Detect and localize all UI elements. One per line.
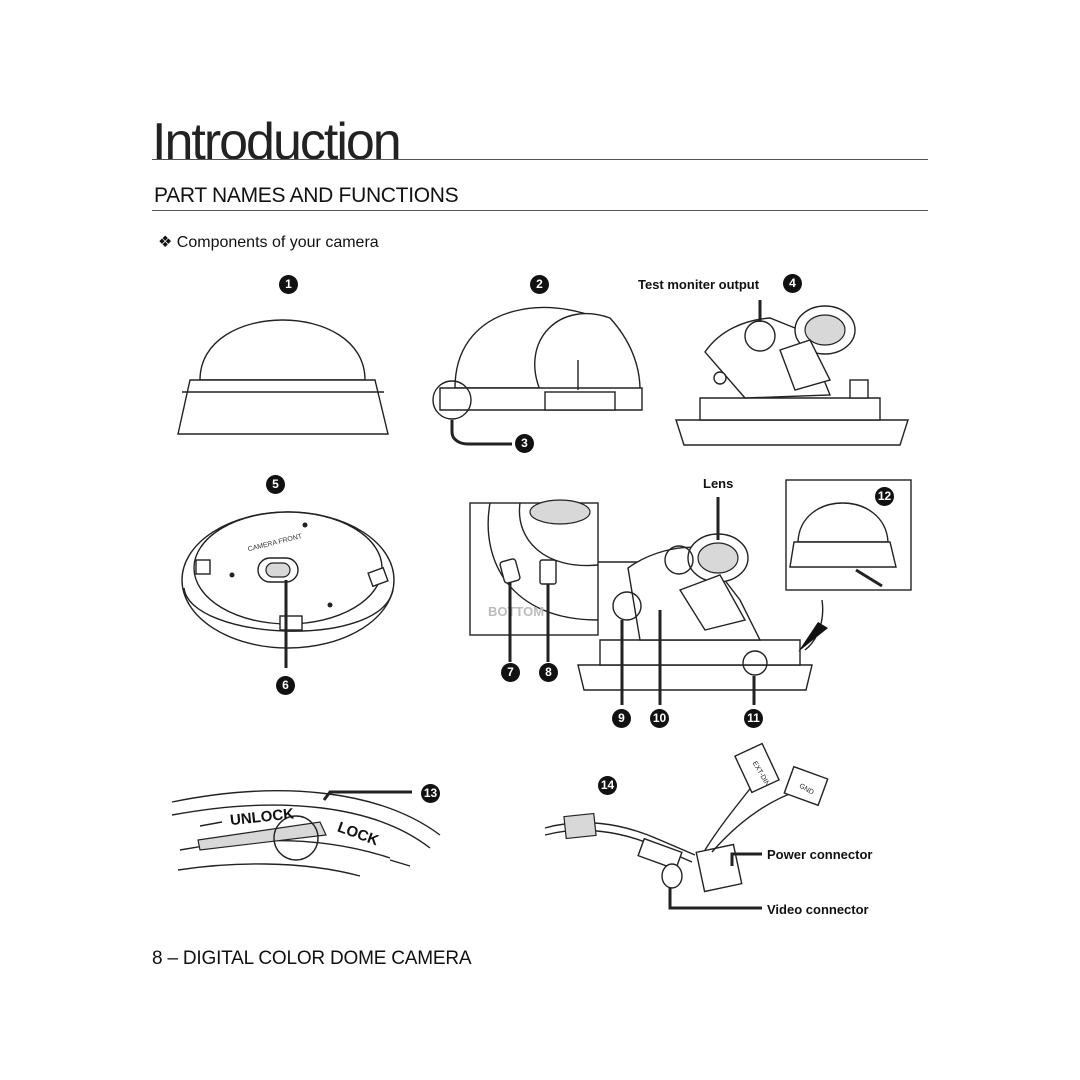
label-video-connector: Video connector: [767, 902, 869, 917]
callout-9: 9: [612, 709, 631, 728]
cable-drawing: EXT-DIN GND: [544, 742, 829, 910]
callout-12: 12: [875, 487, 894, 506]
callout-7: 7: [501, 663, 520, 682]
callout-10: 10: [650, 709, 669, 728]
camera-module-drawing: [675, 300, 909, 446]
page-footer: 8 – DIGITAL COLOR DOME CAMERA: [152, 948, 472, 969]
callout-1: 1: [279, 275, 298, 294]
callout-4: 4: [783, 274, 802, 293]
inset-connectors-drawing: BOTTOM: [469, 499, 660, 662]
label-test-monitor-output: Test moniter output: [638, 277, 760, 292]
bottom-text: BOTTOM: [488, 604, 544, 619]
page-heading: PART NAMES AND FUNCTIONS: [154, 184, 459, 207]
section-title: Introduction: [152, 113, 402, 171]
callout-14: 14: [598, 776, 617, 795]
callout-6: 6: [276, 676, 295, 695]
callout-13: 13: [421, 784, 440, 803]
callout-2: 2: [530, 275, 549, 294]
dome-cover-drawing: [177, 319, 389, 435]
unlock-text: UNLOCK: [229, 805, 295, 829]
subheading: ❖ Components of your camera: [158, 232, 379, 252]
callout-11: 11: [744, 709, 763, 728]
lock-ring-drawing: UNLOCK LOCK: [171, 790, 441, 877]
label-lens: Lens: [703, 476, 734, 491]
camera-module-lower-drawing: [577, 497, 828, 705]
callout-3: 3: [515, 434, 534, 453]
lock-text: LOCK: [335, 819, 381, 850]
title-rule: [152, 159, 928, 160]
diamond-bullet-icon: ❖: [158, 234, 177, 251]
label-power-connector: Power connector: [767, 847, 873, 862]
base-plate-drawing: CAMERA FRONT: [181, 511, 395, 668]
callout-8: 8: [539, 663, 558, 682]
dome-shade-drawing: [432, 306, 643, 446]
heading-rule: [152, 210, 928, 211]
subheading-text: Components of your camera: [176, 234, 379, 251]
callout-5: 5: [266, 475, 285, 494]
